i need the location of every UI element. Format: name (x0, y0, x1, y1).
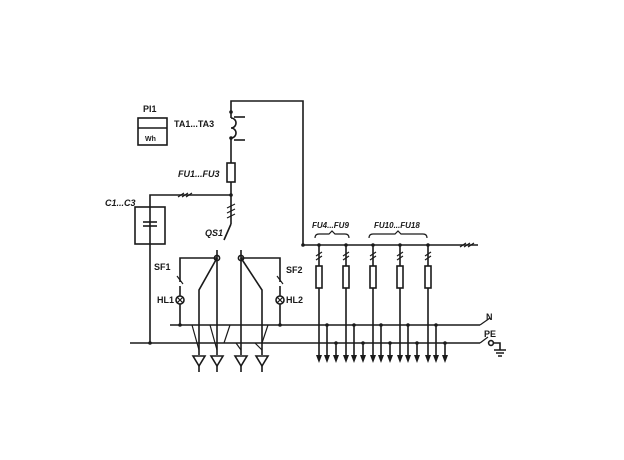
arrow-down-icon (425, 355, 431, 363)
arrow-down-icon (316, 355, 322, 363)
qs1-switch-icon (223, 223, 232, 241)
hl2-label: HL2 (286, 295, 303, 305)
arrow-down-icon (397, 355, 403, 363)
busbars: N PE (130, 242, 506, 357)
arrow-down-icon (324, 355, 330, 363)
arrow-down-icon (351, 355, 357, 363)
ground-triangles (191, 355, 270, 372)
sf1-label: SF1 (154, 262, 171, 272)
sf1-switch-icon (176, 275, 184, 285)
arrow-down-icon (343, 355, 349, 363)
ct-label: TA1...TA3 (174, 119, 214, 129)
arrow-down-icon (387, 355, 393, 363)
fuse-icon (342, 265, 350, 289)
fuse-icon (315, 265, 323, 289)
main-fuse-icon (226, 162, 236, 183)
arrow-down-icon (370, 355, 376, 363)
current-transformer-icon (230, 117, 237, 139)
fuse-icon (396, 265, 404, 289)
sf2-label: SF2 (286, 265, 303, 275)
fuse-group-braces: FU4...FU9 FU10...FU18 (312, 221, 428, 239)
arrow-down-icon (405, 355, 411, 363)
energy-meter: PI1 Wh (137, 104, 168, 146)
capacitor-branch: C1...C3 (105, 192, 231, 345)
capacitor-label: C1...C3 (105, 198, 136, 208)
arrow-down-icon (333, 355, 339, 363)
main-feeder: TA1...TA3 FU1...FU3 QS1 (174, 100, 304, 245)
fuse-icon (369, 265, 377, 289)
arrow-down-icon (442, 355, 448, 363)
fuse-group-1-label: FU4...FU9 (312, 221, 349, 230)
main-fuse-label: FU1...FU3 (178, 169, 220, 179)
arrow-down-icon (360, 355, 366, 363)
hl1-label: HL1 (157, 295, 174, 305)
arrow-down-icon (378, 355, 384, 363)
arrow-down-icon (414, 355, 420, 363)
qs1-label: QS1 (205, 228, 223, 238)
outgoing-feeders (315, 243, 448, 363)
ground-icon (494, 349, 506, 357)
n-label: N (486, 312, 493, 322)
switch-section: SF1 SF2 HL1 HL2 (154, 250, 303, 372)
meter-unit: Wh (145, 136, 156, 143)
arrow-down-icon (433, 355, 439, 363)
fuse-icon (424, 265, 432, 289)
pe-label: PE (484, 329, 496, 339)
fuse-group-2-label: FU10...FU18 (374, 221, 420, 230)
sf2-switch-icon (276, 275, 284, 285)
meter-label: PI1 (143, 104, 157, 114)
